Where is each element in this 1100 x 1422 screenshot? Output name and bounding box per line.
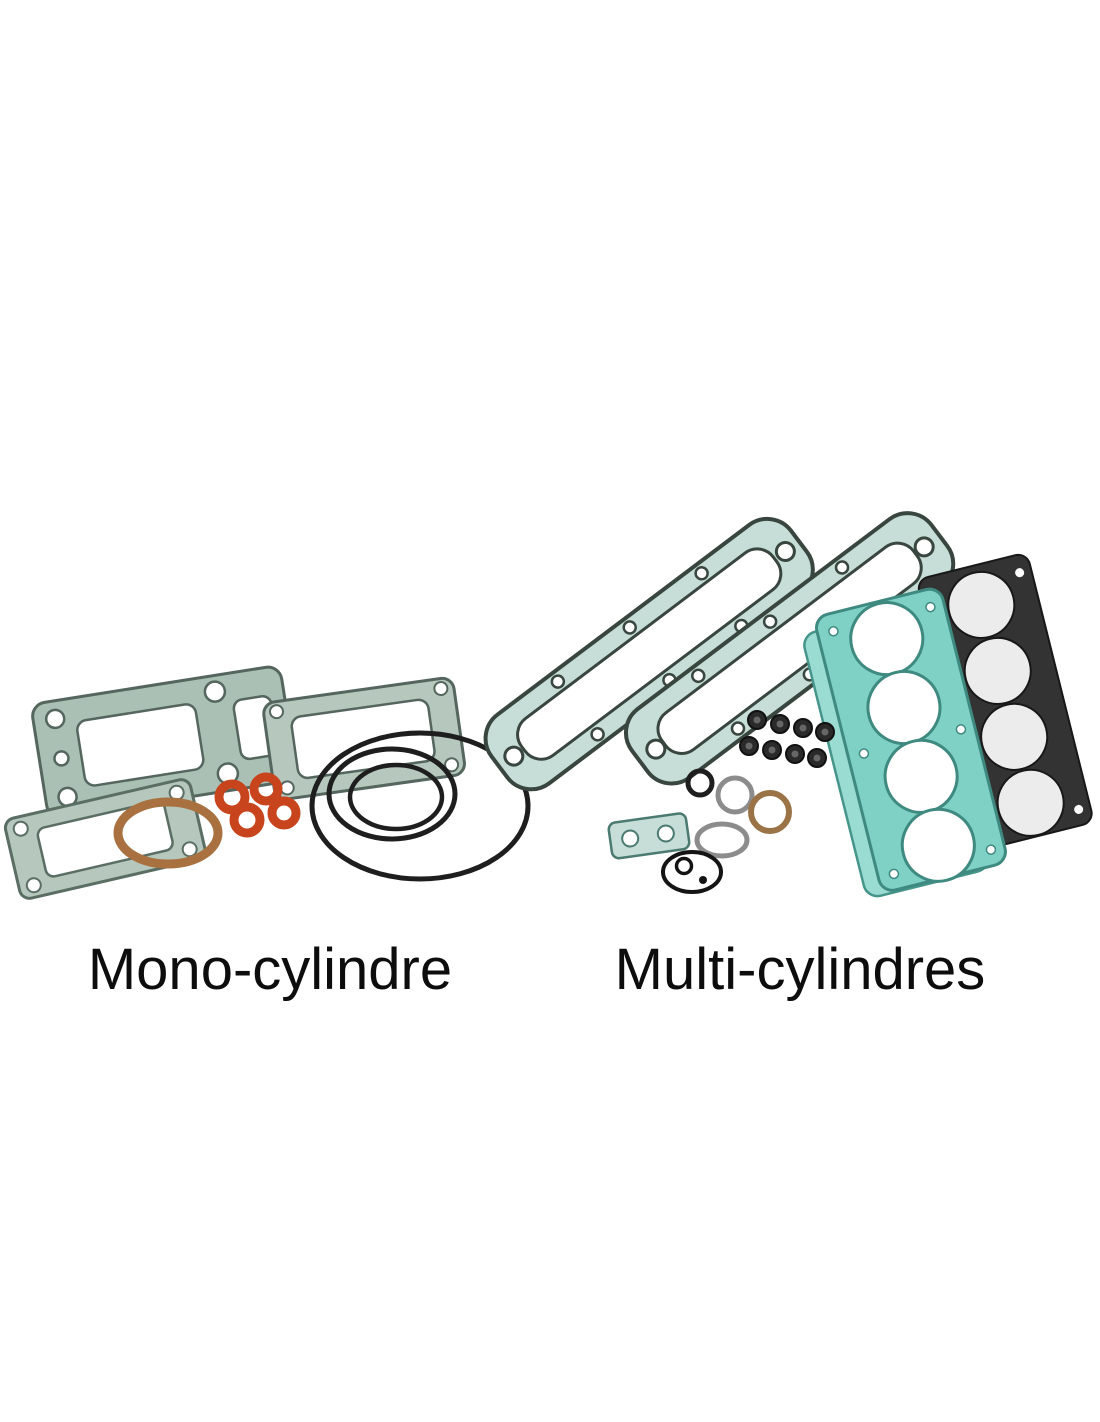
bolt-hole: [730, 721, 746, 736]
bolt-hole: [550, 674, 566, 689]
gasket-hole: [656, 824, 675, 843]
bolt-hole: [503, 745, 525, 767]
cylinder-bore: [900, 807, 976, 883]
bolt-hole: [913, 536, 935, 558]
bolt-hole: [268, 704, 284, 720]
bolt-hole: [25, 877, 42, 894]
orange-o-ring: [214, 779, 250, 815]
bolt-hole: [985, 844, 997, 855]
bolt-hole: [694, 566, 709, 581]
valve-cover-gasket-right: [623, 511, 956, 786]
bolt-hole: [622, 620, 637, 635]
gasket-cutout: [76, 703, 205, 787]
black-o-ring: [661, 850, 723, 894]
multi-cylindres-kit: [483, 511, 1093, 898]
metal-ring: [715, 775, 755, 815]
small-gasket-plate: [607, 812, 691, 860]
gasket-cutout: [516, 547, 783, 761]
bolt-hole: [691, 668, 706, 684]
label-multi-cylindres: Multi-cylindres: [614, 937, 986, 1002]
bolt-hole: [888, 868, 900, 880]
black-o-rings: [309, 730, 531, 882]
large-black-o-ring: [309, 730, 531, 882]
bolt-hole: [203, 680, 227, 703]
metal-ring: [694, 821, 750, 859]
small-seal-ring: [674, 856, 694, 876]
gasket-cutout: [36, 800, 174, 878]
copper-gasket-ring: [113, 797, 223, 869]
medium-black-o-ring: [326, 746, 458, 842]
base-gasket-small: [3, 778, 207, 900]
bolt-hole: [1074, 804, 1084, 814]
valve-stem-seals: [739, 710, 835, 768]
bolt-hole: [1015, 568, 1025, 578]
seal-center: [791, 750, 799, 758]
gasket-body: [607, 812, 691, 860]
bolt-hole: [858, 748, 870, 759]
orange-o-ring: [249, 772, 283, 806]
metal-head-gasket: [917, 553, 1093, 849]
orange-o-rings: [214, 772, 301, 838]
seal-center: [799, 724, 807, 732]
bolt-hole: [955, 724, 967, 735]
bolt-hole: [444, 757, 460, 773]
mono-cylindre-kit: [3, 665, 531, 900]
seal-center: [813, 754, 821, 762]
label-mono-cylindre: Mono-cylindre: [87, 937, 453, 1002]
bolt-hole: [645, 738, 667, 760]
cylinder-bore: [963, 636, 1032, 705]
seal-center: [821, 728, 829, 736]
bolt-hole: [834, 560, 850, 575]
bolt-hole: [44, 708, 66, 730]
bolt-hole: [925, 601, 936, 613]
bolt-hole: [12, 820, 29, 837]
bolt-hole: [828, 626, 839, 637]
seal-center: [768, 746, 776, 754]
small-seal-dot: [699, 876, 707, 884]
bronze-ring: [748, 790, 792, 834]
orange-o-ring: [229, 802, 265, 838]
cylinder-bore: [996, 768, 1065, 837]
cylinder-bore: [980, 702, 1049, 771]
small-black-ring: [685, 768, 715, 798]
o-ring-with-seals: [661, 850, 723, 894]
bolt-hole: [590, 727, 605, 742]
metal-rings: [694, 775, 792, 859]
bolt-hole: [762, 614, 778, 629]
bolt-hole: [53, 750, 70, 767]
four-cylinder-head-gasket: [803, 587, 1007, 898]
seal-center: [745, 742, 753, 750]
small-black-o-ring: [347, 762, 445, 832]
bolt-hole: [774, 540, 796, 562]
seal-center: [753, 716, 761, 724]
bolt-hole: [433, 681, 449, 697]
cylinder-bore: [947, 570, 1016, 639]
seal-center: [776, 720, 784, 728]
gasket-hole: [621, 829, 640, 848]
orange-o-ring: [267, 796, 301, 830]
